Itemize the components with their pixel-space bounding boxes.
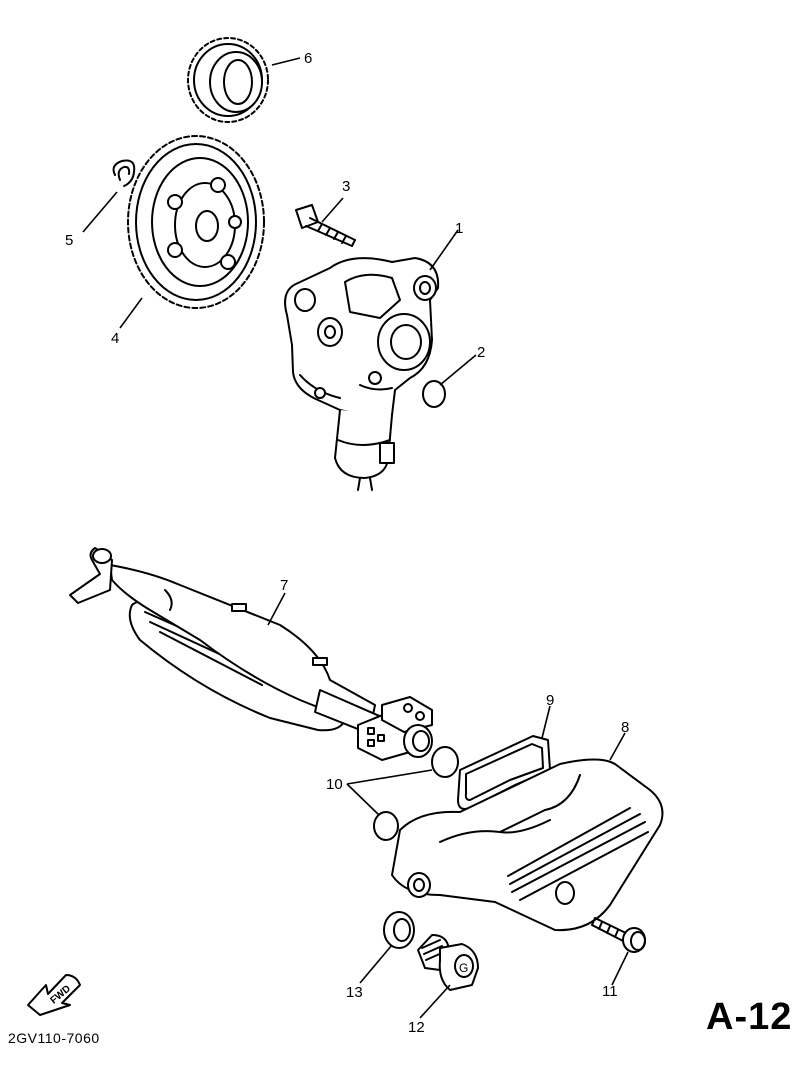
svg-text:G: G <box>459 961 468 975</box>
callout-5: 5 <box>65 232 73 249</box>
callout-6: 6 <box>304 50 312 67</box>
part-1-oil-pump <box>284 257 440 491</box>
callout-2: 2 <box>477 344 485 361</box>
part-5-circlip <box>112 159 136 187</box>
part-3-bolt <box>295 204 356 247</box>
part-7-oil-pipe <box>69 547 433 761</box>
callout-9: 9 <box>546 692 554 709</box>
callout-11: 11 <box>602 983 618 1000</box>
leader-lines <box>82 57 629 1019</box>
callout-4: 4 <box>111 330 119 347</box>
callout-10: 10 <box>326 776 343 793</box>
callout-12: 12 <box>408 1019 425 1036</box>
part-10-o-rings <box>373 746 459 841</box>
part-12-drain-bolt: G <box>417 934 479 991</box>
callout-3: 3 <box>342 178 350 195</box>
part-13-washer <box>383 911 415 949</box>
part-4-large-gear <box>127 135 265 309</box>
callout-numbers: 6 5 3 1 4 2 7 9 8 10 11 13 12 <box>65 50 629 1036</box>
sheet-code: 2GV110-7060 <box>8 1030 100 1046</box>
callout-7: 7 <box>280 577 288 594</box>
part-8-cover <box>391 758 664 932</box>
part-2-o-ring <box>422 380 446 408</box>
callout-1: 1 <box>455 220 463 237</box>
callout-13: 13 <box>346 984 363 1001</box>
page-label: A-12 <box>706 996 793 1038</box>
callout-8: 8 <box>621 719 629 736</box>
part-6-small-gear <box>187 37 269 123</box>
fwd-direction-arrow: FWD <box>27 974 81 1016</box>
part-11-bolt <box>591 917 646 953</box>
